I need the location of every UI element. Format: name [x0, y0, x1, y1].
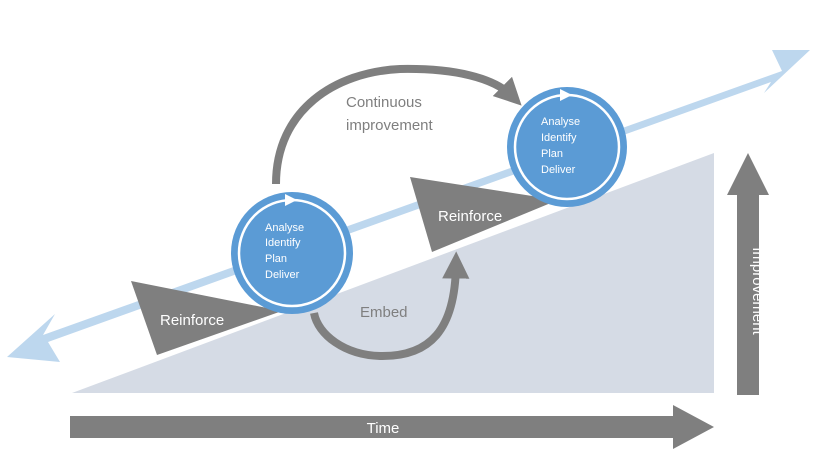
cycle-step: Identify — [541, 132, 577, 144]
improvement-axis-arrow: Improvement — [727, 153, 769, 395]
reinforce-label-right: Reinforce — [438, 208, 502, 225]
cycle-step: Analyse — [265, 222, 304, 234]
cycle-step: Plan — [541, 148, 563, 160]
cycle-step: Plan — [265, 253, 287, 265]
reinforce-label-left: Reinforce — [160, 312, 224, 329]
reinforce-wedge-right — [410, 177, 558, 252]
improvement-incline-wedge — [72, 153, 714, 393]
continuous-improvement-label: improvement — [346, 117, 434, 134]
time-axis-arrow: Time — [70, 405, 714, 449]
cycle-arrow-icon — [285, 194, 297, 206]
cycle-step: Deliver — [265, 269, 300, 281]
cycle-step: Deliver — [541, 164, 576, 176]
progress-band-double-arrow — [7, 50, 810, 362]
cycle-circle-right: Analyse Identify Plan Deliver — [507, 87, 627, 207]
cycle-arrow-icon — [560, 89, 572, 101]
cycle-step: Analyse — [541, 116, 580, 128]
cycle-step: Identify — [265, 237, 301, 249]
time-axis-label: Time — [367, 420, 400, 437]
reinforce-wedge-left — [131, 281, 282, 355]
embed-label: Embed — [360, 304, 408, 321]
embed-arrow — [310, 251, 470, 361]
continuous-improvement-label: Continuous — [346, 94, 422, 111]
continuous-improvement-arrow — [272, 64, 522, 185]
improvement-axis-label: Improvement — [749, 247, 766, 335]
cycle-circle-left: Analyse Identify Plan Deliver — [231, 192, 353, 314]
